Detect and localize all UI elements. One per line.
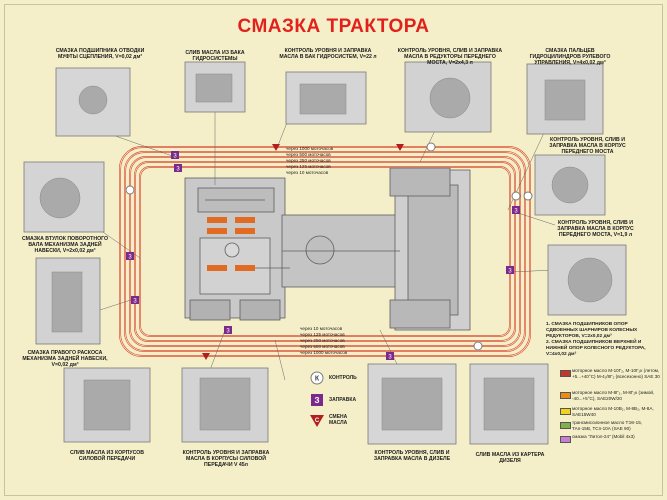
label-clutch-bearing: СМАЗКА ПОДШИПНИКА ОТВОДКИ МУФТЫ СЦЕПЛЕНИ… xyxy=(55,48,145,60)
key-label-control: КОНТРОЛЬ xyxy=(329,375,357,381)
intervals-bottom: через 10 моточасов через 125 моточасов ч… xyxy=(300,326,347,356)
marker-front: 3 xyxy=(174,164,182,173)
interval-top-5: через 10 моточасов xyxy=(286,170,329,175)
label-front-axle-housing: КОНТРОЛЬ УРОВНЯ, СЛИВ И ЗАПРАВКА МАСЛА В… xyxy=(549,137,626,155)
label-hydro-tank-drain: СЛИВ МАСЛА ИЗ БАКА ГИДРОСИСТЕМЫ xyxy=(185,50,245,62)
svg-text:3: 3 xyxy=(508,269,512,275)
marker-hitch2: 3 xyxy=(126,252,134,261)
svg-text:З: З xyxy=(314,396,319,405)
legend-text-1: моторное масло М-10Г₂, М-10Г₂к (летом, +… xyxy=(572,368,660,379)
label-rear-hitch-bushings: СМАЗКА ВТУЛОК ПОВОРОТНОГО ВАЛА МЕХАНИЗМА… xyxy=(21,236,109,254)
marker-diesel: 3 xyxy=(386,352,394,361)
interval-top-4: через 125 моточасов xyxy=(286,164,331,169)
marker-hitch xyxy=(125,185,135,195)
svg-text:3: 3 xyxy=(388,355,392,361)
marker-diesel2 xyxy=(473,341,483,351)
marker-wheel: 3 xyxy=(506,266,514,275)
svg-text:3: 3 xyxy=(514,209,518,215)
marker-hydro-fill xyxy=(272,144,280,151)
track-markers: 3 3 3 3 3 3 3 3 xyxy=(125,142,533,361)
interval-bottom-4: через 500 моточасов xyxy=(300,344,345,349)
tractor-top-view xyxy=(184,167,471,331)
legend-text-2: моторное масло М-8Г₂, М-8Г₂к (зимой, -40… xyxy=(572,390,655,401)
tractor-red-parts xyxy=(207,217,255,271)
legend-text-5: смазка "Литол-24" (Mobil 4x3) xyxy=(572,434,635,439)
legend-swatch-1 xyxy=(560,370,571,377)
label-power-housing-drain: СЛИВ МАСЛА ИЗ КОРПУСОВ СИЛОВОЙ ПЕРЕДАЧИ xyxy=(70,450,144,462)
poster-border xyxy=(4,4,663,496)
marker-clutch: 3 xyxy=(171,151,179,160)
marker-power-fill: 3 xyxy=(224,326,232,335)
marker-axle-a xyxy=(511,191,521,201)
svg-text:3: 3 xyxy=(176,167,180,173)
interval-bottom-5: через 1000 моточасов xyxy=(300,350,348,355)
label-diesel-oil: КОНТРОЛЬ УРОВНЯ, СЛИВ И ЗАПРАВКА МАСЛА В… xyxy=(373,450,451,462)
label-front-axle-reducers: КОНТРОЛЬ УРОВНЯ, СЛИВ И ЗАПРАВКА МАСЛА В… xyxy=(397,48,503,66)
svg-text:3: 3 xyxy=(226,329,230,335)
interval-bottom-2: через 125 моточасов xyxy=(300,332,345,337)
svg-text:3: 3 xyxy=(133,299,137,305)
legend-swatch-5 xyxy=(560,436,571,443)
interval-top-3: через 250 моточасов xyxy=(286,158,331,163)
key-symbols: К З С xyxy=(310,371,324,427)
svg-text:3: 3 xyxy=(173,154,177,160)
marker-steer: 3 xyxy=(512,206,520,215)
label-crankcase-drain: СЛИВ МАСЛА ИЗ КАРТЕРА ДИЗЕЛЯ xyxy=(475,452,545,464)
poster-title: СМАЗКА ТРАКТОРА xyxy=(237,16,430,37)
key-label-fill: ЗАПРАВКА xyxy=(329,397,357,403)
label-wheel-reducers-note: 1. СМАЗКА ПОДШИПНИКОВ ОПОР СДВОЕННЫХ ШАР… xyxy=(546,322,646,357)
marker-reducer xyxy=(396,144,404,151)
legend-swatch-3 xyxy=(560,408,571,415)
intervals-top: через 1000 моточасов через 500 моточасов… xyxy=(286,146,333,176)
svg-text:3: 3 xyxy=(128,255,132,261)
svg-text:С: С xyxy=(315,418,320,424)
interval-top-1: через 1000 моточасов xyxy=(286,146,334,151)
interval-top-2: через 500 моточасов xyxy=(286,152,331,157)
marker-brace: 3 xyxy=(131,296,139,305)
label-hydro-tank-fill: КОНТРОЛЬ УРОВНЯ И ЗАПРАВКА МАСЛА В БАК Г… xyxy=(279,48,377,60)
marker-power-drain xyxy=(202,353,210,360)
interval-bottom-3: через 250 моточасов xyxy=(300,338,345,343)
label-power-housing-fill: КОНТРОЛЬ УРОВНЯ И ЗАПРАВКА МАСЛА В КОРПУ… xyxy=(182,450,270,468)
marker-axle-b xyxy=(523,191,533,201)
legend-swatch-4 xyxy=(560,422,571,429)
key-label-change: СМЕНА МАСЛА xyxy=(329,414,348,426)
marker-reducer2 xyxy=(426,142,436,152)
legend-text-3: моторное масло М-10В₂, М-8В₂, М-8А, SAE1… xyxy=(572,406,654,417)
legend-text-4: трансмиссионное масло ТЭп-15, ТАп-15В, Т… xyxy=(572,420,643,431)
label-brace-mechanism: СМАЗКА ПРАВОГО РАСКОСА МЕХАНИЗМА ЗАДНЕЙ … xyxy=(22,350,108,368)
svg-text:К: К xyxy=(315,376,320,383)
interval-bottom-1: через 10 моточасов xyxy=(300,326,343,331)
label-steering-pins: СМАЗКА ПАЛЬЦЕВ ГИДРОЦИЛИНДРОВ РУЛЕВОГО У… xyxy=(529,48,611,66)
label-front-axle-housing2: КОНТРОЛЬ УРОВНЯ, СЛИВ И ЗАПРАВКА МАСЛА В… xyxy=(557,220,634,238)
legend-swatch-2 xyxy=(560,392,571,399)
